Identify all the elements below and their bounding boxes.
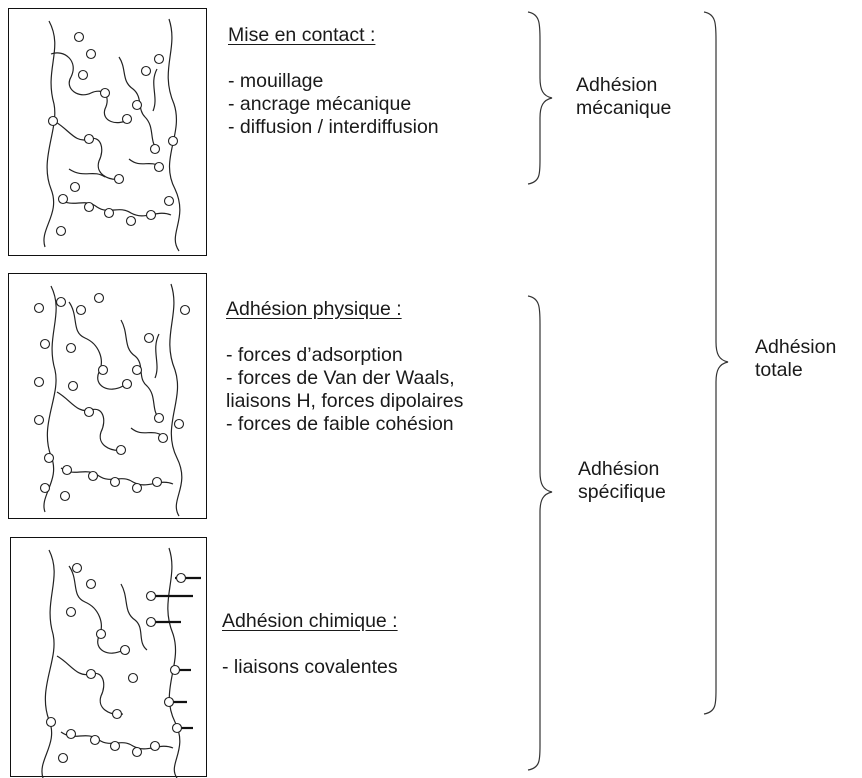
brace-totale [703,11,729,715]
physical-adhesion-illustration [8,273,207,519]
label-line: totale [755,359,803,381]
section-adhesion-physique: Adhésion physique : - forces d’adsorptio… [226,298,463,436]
physical-chains-drawing [33,283,191,517]
chemical-adhesion-illustration [10,537,207,778]
list-item: - forces de Van der Waals, [226,367,455,389]
label-adhesion-totale: Adhésion totale [755,336,836,382]
section-title: Mise en contact : [228,24,376,46]
label-line: spécifique [578,481,666,503]
label-line: Adhésion [578,458,660,480]
section-mise-en-contact: Mise en contact : - mouillage - ancrage … [228,24,439,139]
list-item: - forces de faible cohésion [226,413,454,435]
contact-illustration [8,8,207,256]
list-item: - mouillage [228,70,324,92]
chemical-chains-drawing [41,547,201,778]
list-item: - diffusion / interdiffusion [228,116,439,138]
label-line: Adhésion [576,74,658,96]
list-item: - forces d’adsorption [226,344,403,366]
label-line: Adhésion [755,336,837,358]
label-adhesion-mecanique: Adhésion mécanique [576,74,671,120]
section-title: Adhésion physique : [226,298,402,320]
label-adhesion-specifique: Adhésion spécifique [578,458,666,504]
brace-specifique [527,295,553,771]
section-title: Adhésion chimique : [222,610,398,632]
brace-mecanique [527,11,553,185]
contact-chains-drawing [43,18,181,252]
list-item: liaisons H, forces dipolaires [226,390,464,412]
list-item: - ancrage mécanique [228,93,412,115]
label-line: mécanique [576,97,672,119]
list-item: - liaisons covalentes [222,656,398,678]
section-adhesion-chimique: Adhésion chimique : - liaisons covalente… [222,610,398,679]
